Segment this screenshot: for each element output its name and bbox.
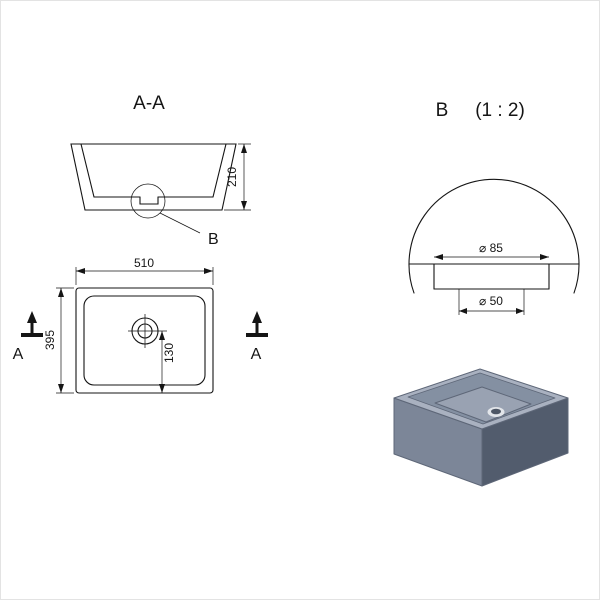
outer-diameter-text: ⌀ 85 (479, 241, 503, 255)
cut-marker-right: A (246, 311, 268, 363)
dim-arrow-up (159, 331, 165, 340)
detail-circle-b (130, 183, 166, 219)
dim-arrow-down (241, 201, 247, 210)
dim-arrow-down (58, 384, 64, 393)
basin-outer-rect (75, 287, 214, 394)
dim-arrow-up (58, 288, 64, 297)
cut-marker-left: A (13, 311, 43, 363)
basin-inner-wall-right (212, 143, 227, 198)
dim-arrow-up (241, 144, 247, 153)
cut-label-left: A (13, 346, 24, 363)
drain-notch (139, 196, 159, 205)
sink-cavity-bottom (434, 386, 532, 423)
basin-inner-rect (83, 295, 206, 386)
height-dimension-text: 210 (225, 167, 239, 187)
detail-view-scale: (1 : 2) (475, 100, 525, 121)
detail-leader-line (159, 212, 201, 234)
detail-view-label: B (436, 100, 449, 121)
dim-arrow-right (516, 308, 524, 314)
width-dimension-text: 510 (134, 256, 154, 270)
render-3d-sink (393, 368, 569, 487)
sink-drain-hole (491, 408, 501, 415)
dim-arrow-down (159, 384, 165, 393)
dim-arrow-left (459, 308, 467, 314)
drain-offset-dimension-text: 130 (162, 343, 176, 363)
dim-arrow-left (434, 254, 443, 260)
section-view-title: A-A (133, 93, 165, 114)
dim-arrow-right (540, 254, 549, 260)
cut-arrowhead (27, 311, 37, 323)
detail-view-b: B (1 : 2) ⌀ 85 ⌀ 50 (408, 100, 580, 315)
cut-label-right: A (251, 346, 262, 363)
basin-inner-wall-left (80, 143, 95, 198)
cut-arrowhead (252, 311, 262, 323)
dim-arrow-left (76, 268, 85, 274)
depth-dimension-text: 395 (43, 330, 57, 350)
basin-outer-profile (70, 143, 237, 211)
section-view-aa: A-A B 210 (70, 93, 251, 248)
inner-diameter-text: ⌀ 50 (479, 294, 503, 308)
detail-label-b: B (208, 231, 219, 248)
dim-arrow-right (204, 268, 213, 274)
plan-view: 510 395 130 A A (13, 256, 268, 394)
detail-boundary-arc (408, 178, 580, 294)
